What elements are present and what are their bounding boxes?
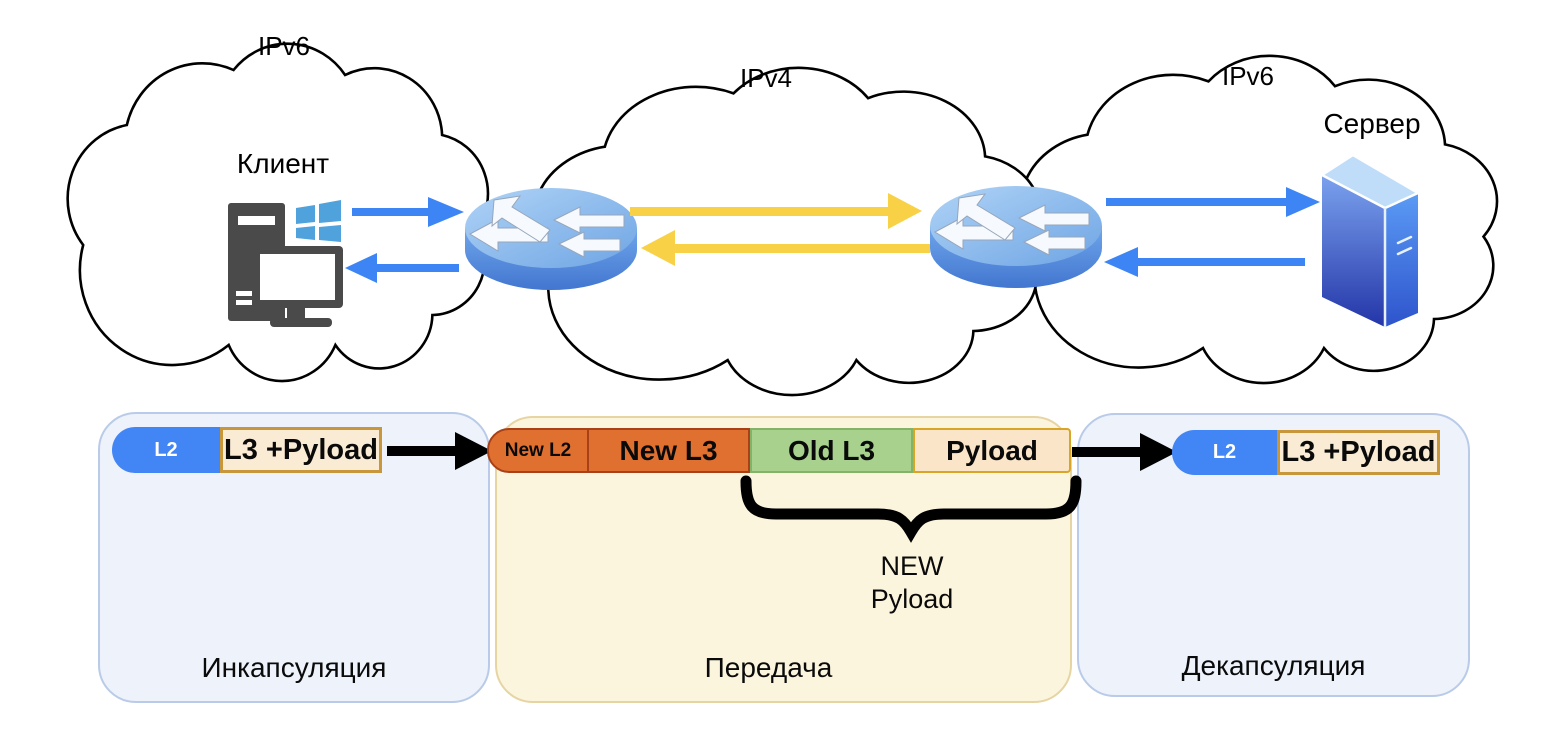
cloud-right-label: IPv6 bbox=[1221, 61, 1275, 91]
arrow-router-to-client bbox=[345, 253, 459, 283]
new-payload-brace-label: NEW Pyload bbox=[812, 550, 1012, 616]
arrow-ipv4-forward bbox=[630, 193, 922, 229]
new-payload-line2: Pyload bbox=[870, 584, 954, 614]
client-label: Клиент bbox=[236, 148, 330, 179]
cloud-right bbox=[1020, 56, 1497, 383]
arrow-client-to-router bbox=[352, 197, 464, 227]
packet-new-header-group: New L2 New L3 bbox=[487, 428, 750, 473]
windows-logo-icon bbox=[296, 200, 341, 242]
monitor-icon bbox=[252, 246, 343, 327]
cloud-left bbox=[68, 44, 488, 381]
packet-segment-old-l3: Old L3 bbox=[750, 428, 913, 473]
packet-segment-l3-payload: L3 +Pyload bbox=[220, 427, 382, 473]
cloud-left-label: IPv6 bbox=[257, 31, 311, 61]
arrow-server-to-router bbox=[1104, 247, 1305, 277]
packet-segment-l2: L2 bbox=[1172, 430, 1277, 475]
packet-transfer: New L2 New L3 Old L3 Pyload bbox=[487, 428, 1071, 473]
server-label: Сервер bbox=[1323, 108, 1421, 139]
packet-decapsulation: L2 L3 +Pyload bbox=[1172, 430, 1440, 475]
arrow-router-to-server bbox=[1106, 187, 1320, 217]
new-payload-line1: NEW bbox=[880, 551, 944, 581]
decapsulation-title: Декапсуляция bbox=[1181, 650, 1366, 681]
client-pc-icon bbox=[228, 200, 343, 327]
server-icon bbox=[1320, 153, 1420, 327]
router-left-icon bbox=[464, 187, 638, 291]
arrow-ipv4-back bbox=[641, 230, 930, 266]
transfer-title: Передача bbox=[704, 652, 833, 683]
packet-segment-new-l3: New L3 bbox=[619, 434, 718, 466]
cloud-middle-label: IPv4 bbox=[739, 63, 793, 93]
packet-encapsulation: L2 L3 +Pyload bbox=[112, 427, 382, 473]
packet-segment-payload: Pyload bbox=[913, 428, 1071, 473]
packet-segment-l2: L2 bbox=[112, 427, 220, 473]
packet-segment-l3-payload: L3 +Pyload bbox=[1277, 430, 1440, 475]
encapsulation-title: Инкапсуляция bbox=[201, 652, 387, 683]
cloud-middle bbox=[533, 68, 1040, 395]
packet-segment-new-l2: New L2 bbox=[489, 430, 589, 471]
router-right-icon bbox=[929, 185, 1103, 289]
